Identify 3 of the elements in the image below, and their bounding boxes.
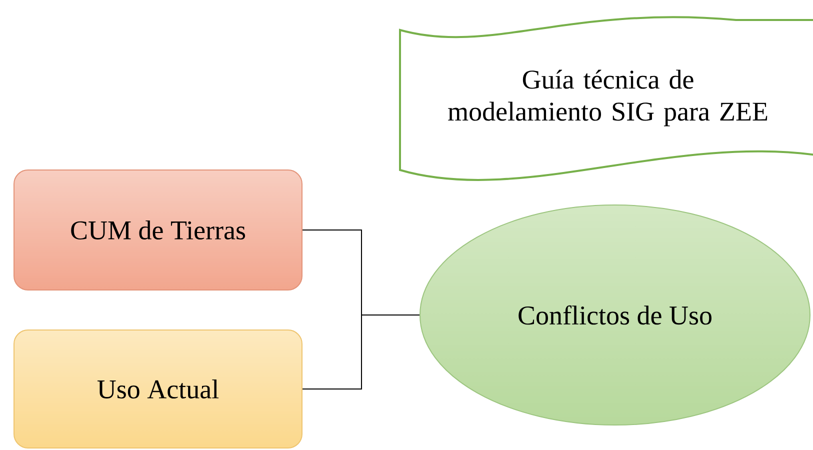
connector-line [302,314,420,390]
process-box: CUM de Tierras [14,170,302,290]
process-box: Uso Actual [14,330,302,448]
